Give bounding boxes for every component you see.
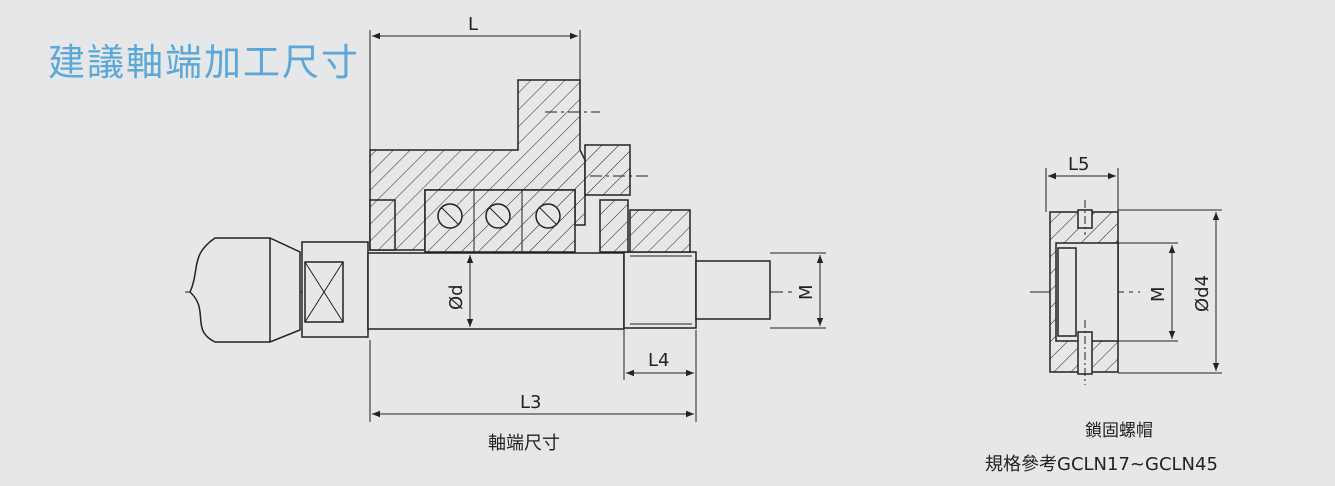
shaft-end-pin	[695, 260, 771, 320]
screw-shaft	[189, 237, 301, 343]
lock-nut-section	[584, 144, 631, 196]
dim-nut-M-label: M	[1148, 286, 1169, 302]
shaft-caption: 軸端尺寸	[488, 433, 560, 454]
page-title: 建議軸端加工尺寸	[48, 41, 360, 84]
inner-collar	[369, 199, 396, 251]
dim-L-label: L	[468, 14, 478, 35]
dim-M-label: M	[796, 284, 817, 300]
shaft-thread-section	[623, 251, 697, 329]
outer-nut-section	[629, 209, 691, 253]
shaft-diameter-section	[367, 252, 625, 330]
dim-d4-label: Ød4	[1192, 275, 1213, 312]
inner-collar-right	[599, 199, 629, 253]
nut-spec: 規格參考GCLN17~GCLN45	[985, 454, 1218, 475]
dim-L3-label: L3	[520, 392, 541, 413]
dim-L5-label: L5	[1068, 154, 1089, 175]
dim-d-label: Ød	[446, 284, 467, 310]
lock-nut-drawing	[1030, 168, 1222, 385]
shaft-end-drawing	[185, 30, 826, 422]
nut-caption: 鎖固螺帽	[1085, 421, 1153, 441]
shaft-hex	[301, 241, 369, 338]
dim-L4-label: L4	[648, 350, 669, 371]
